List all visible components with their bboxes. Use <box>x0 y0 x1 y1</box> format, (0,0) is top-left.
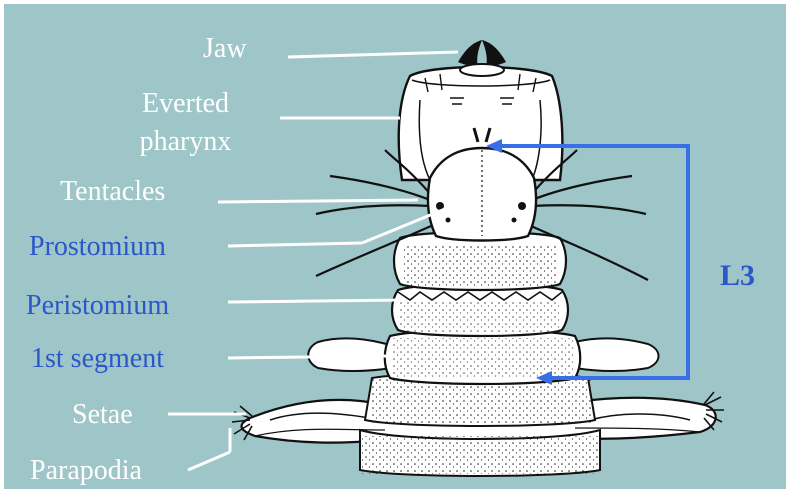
label-parapodia: Parapodia <box>30 455 142 487</box>
label-tentacles: Tentacles <box>60 176 165 208</box>
label-jaw: Jaw <box>203 33 247 65</box>
label-l3: L3 <box>720 260 755 292</box>
body-segments <box>360 232 600 476</box>
label-peristomium: Peristomium <box>26 290 169 322</box>
label-first-segment: 1st segment <box>31 343 164 375</box>
label-everted-pharynx: Everted pharynx <box>128 88 243 158</box>
label-everted-line1: Everted <box>128 88 243 120</box>
label-prostomium: Prostomium <box>29 231 166 263</box>
label-everted-line2: pharynx <box>128 126 243 158</box>
jaws <box>458 40 506 76</box>
label-setae: Setae <box>72 399 133 431</box>
